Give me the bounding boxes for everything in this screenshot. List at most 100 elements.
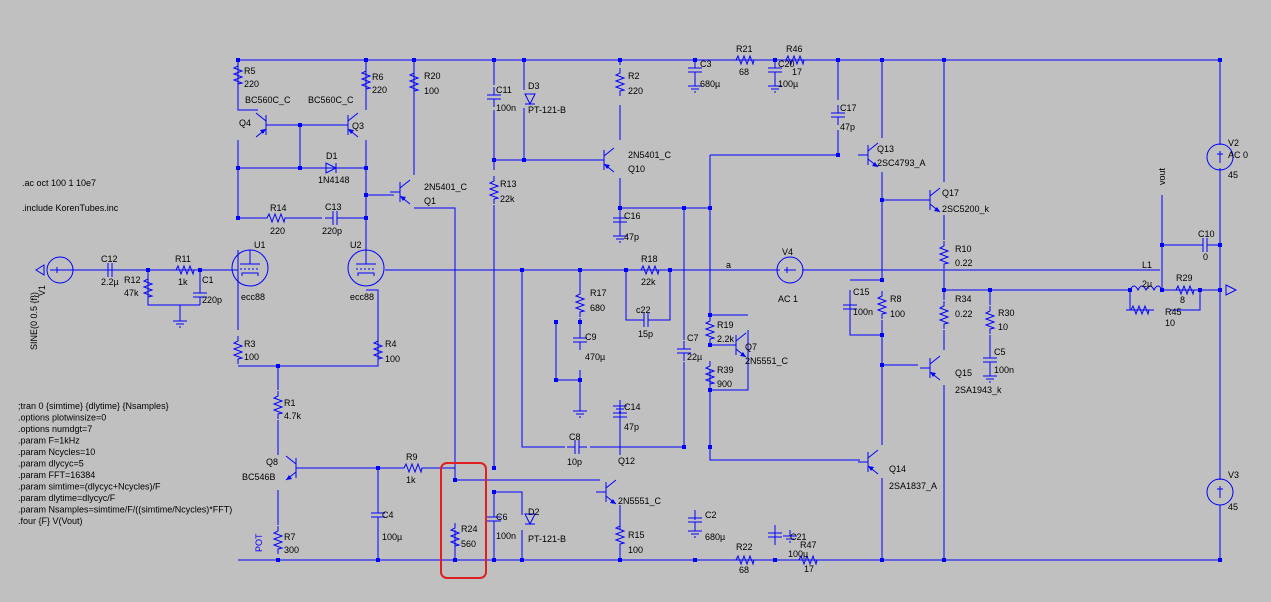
- label-q7-value: 2N5551_C: [745, 356, 789, 366]
- label-c9-name: C9: [585, 332, 597, 342]
- label-l1-name: L1: [1142, 260, 1152, 270]
- label-q14-value: 2SA1837_A: [889, 481, 937, 491]
- label-q17-value: 2SC5200_k: [942, 204, 990, 214]
- label-r4-value: 100: [385, 354, 400, 364]
- label-d1-name: D1: [326, 151, 338, 161]
- label-c16-name: C16: [624, 211, 641, 221]
- label-c13-value: 220p: [322, 226, 342, 236]
- label-r46-value: 17: [792, 67, 802, 77]
- label-c6-name: C6: [496, 512, 508, 522]
- label-r11-value: 1k: [178, 277, 188, 287]
- output-arrow: [35, 264, 1238, 296]
- label-c2-value: 680µ: [705, 532, 725, 542]
- spice-line: .param simtime=(dlycyc+Ncycles)/F: [18, 482, 161, 492]
- label-r24-value: 560: [461, 539, 476, 549]
- spice-line: .param dlycyc=5: [18, 459, 84, 469]
- label-r34-value: 0.22: [955, 309, 973, 319]
- label-r29-value: 8: [1180, 295, 1185, 305]
- directive-include: .include KorenTubes.inc: [22, 203, 119, 213]
- label-r1-value: 4.7k: [284, 411, 302, 421]
- label-c8-value: 10p: [567, 457, 582, 467]
- label-c21-name: C21: [790, 532, 807, 542]
- label-q4-value: BC560C_C: [245, 95, 291, 105]
- label-u2-value: ecc88: [350, 292, 374, 302]
- label-c7-value: 22µ: [687, 352, 702, 362]
- label-u1-name: U1: [254, 240, 266, 250]
- label-c3-name: C3: [700, 59, 712, 69]
- label-r24-name: R24: [461, 524, 478, 534]
- label-r15-value: 100: [628, 545, 643, 555]
- label-r2-value: 220: [628, 86, 643, 96]
- label-c14-value: 47p: [624, 422, 639, 432]
- label-c22-value: 15p: [638, 329, 653, 339]
- label-c22-name: c22: [636, 305, 651, 315]
- label-r14-name: R14: [270, 203, 287, 213]
- label-v2-value: AC 0: [1228, 150, 1248, 160]
- label-r30-name: R30: [998, 308, 1015, 318]
- label-r7-name: R7: [284, 532, 296, 542]
- label-q1-value: 2N5401_C: [424, 182, 468, 192]
- label-q10-value: 2N5401_C: [628, 150, 672, 160]
- label-d2-value: PT-121-B: [528, 534, 566, 544]
- label-r19-value: 2.2k: [717, 334, 735, 344]
- label-q13-name: Q13: [877, 144, 894, 154]
- label-v3-name: V3: [1228, 470, 1239, 480]
- label-c20-value: 100µ: [778, 79, 798, 89]
- label-v3-value: 45: [1228, 502, 1238, 512]
- label-q13-value: 2SC4793_A: [877, 158, 926, 168]
- spice-line: .options plotwinsize=0: [18, 413, 106, 423]
- label-r21-name: R21: [736, 44, 753, 54]
- label-c2-name: C2: [705, 510, 717, 520]
- label-c9-value: 470µ: [585, 352, 605, 362]
- label-q10-name: Q10: [628, 164, 645, 174]
- label-q15-value: 2SA1943_k: [955, 385, 1002, 395]
- label-r10-name: R10: [955, 244, 972, 254]
- label-q15-name: Q15: [955, 368, 972, 378]
- label-q17-name: Q17: [942, 188, 959, 198]
- label-q14-name: Q14: [889, 464, 906, 474]
- spice-line: .param F=1kHz: [18, 436, 80, 446]
- spice-line: .param FFT=16384: [18, 470, 95, 480]
- label-c11-name: C11: [496, 85, 512, 95]
- label-r13-value: 22k: [500, 194, 515, 204]
- label-v1-name: V1: [37, 285, 47, 296]
- label-v4-value: AC 1: [778, 294, 798, 304]
- label-r5-value: 220: [244, 79, 259, 89]
- label-c12-value: 2.2µ: [101, 277, 119, 287]
- label-r17-value: 680: [590, 303, 605, 313]
- label-r19-name: R19: [717, 320, 734, 330]
- label-l1-value: 2µ: [1142, 279, 1152, 289]
- label-c15-value: 100n: [853, 307, 873, 317]
- spice-line: .options numdgt=7: [18, 424, 92, 434]
- label-c10-name: C10: [1198, 229, 1215, 239]
- label-r17-name: R17: [590, 288, 607, 298]
- label-r6-name: R6: [372, 72, 384, 82]
- label-c5-name: C5: [994, 347, 1006, 357]
- wires: [50, 59, 1221, 561]
- spice-line: .param dlytime=dlycyc/F: [18, 493, 116, 503]
- label-r13-name: R13: [500, 179, 517, 189]
- label-c17-value: 47p: [840, 122, 855, 132]
- label-c8-name: C8: [569, 432, 581, 442]
- label-c12-name: C12: [101, 254, 118, 264]
- label-v4-name: V4: [782, 247, 793, 257]
- directive-ac: .ac oct 100 1 10e7: [22, 178, 96, 188]
- label-c16-value: 47p: [624, 232, 639, 242]
- label-r9-value: 1k: [406, 475, 416, 485]
- label-r14-value: 220: [270, 226, 285, 236]
- label-r22-name: R22: [736, 542, 753, 552]
- label-c5-value: 100n: [994, 365, 1014, 375]
- label-r46-name: R46: [786, 44, 803, 54]
- source-symbols: [46, 143, 1234, 506]
- label-c1-name: C1: [202, 275, 214, 285]
- label-r11-name: R11: [175, 254, 191, 264]
- label-q3-value: BC560C_C: [308, 95, 354, 105]
- label-r9-name: R9: [406, 452, 418, 462]
- label-r20-name: R20: [424, 71, 441, 81]
- pot-label: POT: [254, 533, 264, 552]
- net-label-vout: vout: [1157, 167, 1167, 185]
- label-r6-value: 220: [372, 85, 387, 95]
- label-r29-name: R29: [1176, 273, 1193, 283]
- label-r45-name: R45: [1165, 307, 1182, 317]
